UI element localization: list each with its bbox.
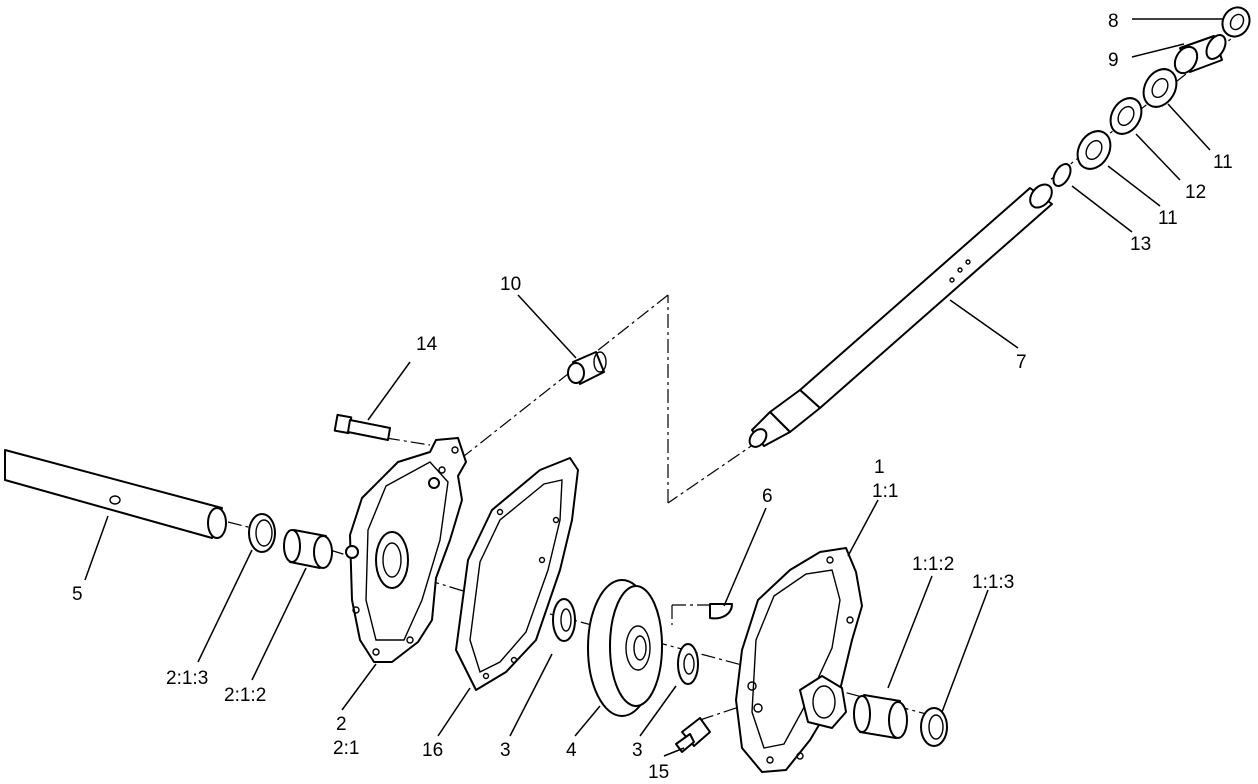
callout-1-1-2: 1:1:2	[912, 554, 954, 575]
washer-part-12	[1109, 97, 1143, 135]
callout-13: 13	[1130, 234, 1151, 255]
shaft-part-7	[748, 183, 1053, 448]
callout-5: 5	[72, 584, 83, 605]
callout-2-1-3: 2:1:3	[166, 668, 208, 689]
cap-part-8	[1221, 6, 1251, 38]
washer-part-11-lower	[1076, 130, 1112, 170]
leader-lines	[84, 18, 1224, 757]
bushing-part-1-1-2	[853, 694, 908, 739]
callout-2-1-2: 2:1:2	[224, 685, 266, 706]
callout-2-1: 2:1	[333, 738, 359, 759]
bushing-part-2-1-2	[283, 529, 333, 569]
gasket-part-16	[455, 457, 579, 691]
callout-1-1: 1:1	[872, 481, 898, 502]
callout-10: 10	[500, 274, 521, 295]
callout-14: 14	[416, 334, 438, 355]
callout-15: 15	[648, 762, 669, 783]
seal-part-1-1-3	[920, 707, 948, 747]
key-part-6	[709, 603, 733, 620]
callout-1: 1	[874, 457, 885, 478]
housing-half-part-2	[345, 437, 467, 663]
callout-7: 7	[1016, 352, 1027, 373]
housing-half-part-1	[735, 547, 863, 773]
callout-8: 8	[1108, 11, 1119, 32]
shaft-part-5	[4, 449, 227, 539]
callout-1-1-3: 1:1:3	[972, 572, 1014, 593]
callout-3-left: 3	[500, 740, 511, 761]
flange-bushing-part-9	[1173, 34, 1227, 75]
washer-part-3-right	[677, 643, 699, 685]
callout-11-lower: 11	[1158, 208, 1178, 229]
fitting-part-15	[675, 717, 711, 753]
retaining-ring-part-13	[1052, 163, 1072, 187]
bolt-part-14	[333, 413, 391, 441]
callout-9: 9	[1108, 50, 1119, 71]
gear-part-4	[587, 579, 663, 717]
sleeve-part-10	[567, 351, 607, 385]
callout-11-upper: 11	[1213, 152, 1233, 173]
washer-part-11-upper	[1142, 68, 1178, 108]
callout-6: 6	[762, 486, 773, 507]
callout-16: 16	[422, 740, 443, 761]
seal-part-2-1-3	[248, 513, 276, 553]
callout-2: 2	[336, 714, 347, 735]
callout-12: 12	[1185, 182, 1206, 203]
callout-4: 4	[566, 740, 577, 761]
callout-3-right: 3	[632, 740, 643, 761]
callout-labels: 8 9 11 12 11 13 10 7 14 1 1:1 6 5 1:1:2 …	[72, 11, 1233, 783]
washer-part-3-left	[552, 598, 576, 642]
